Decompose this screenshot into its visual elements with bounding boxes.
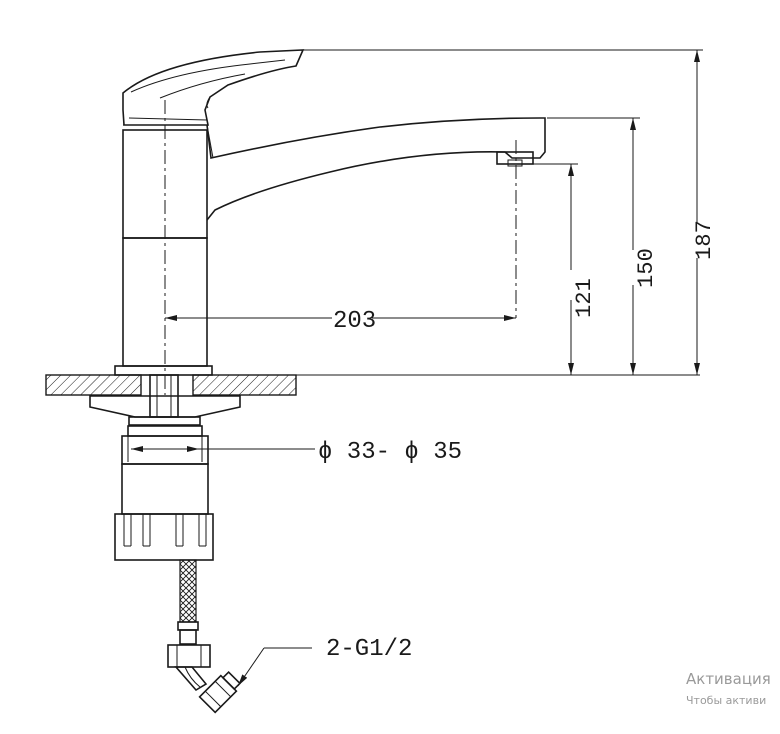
dimension-spout-height: 121	[527, 163, 597, 375]
dimension-total-height-label: 187	[692, 220, 717, 260]
spout	[206, 117, 546, 238]
handle-lever	[122, 49, 305, 126]
dimension-spout-top-label: 150	[634, 248, 659, 288]
dimension-spout-height-label: 121	[572, 278, 597, 318]
leader-connection: 2-G1/2	[237, 636, 412, 687]
connection-label: 2-G1/2	[326, 636, 412, 663]
centre-lines	[164, 100, 517, 395]
mounting-assembly	[89, 374, 241, 561]
activation-watermark-title: Активация	[686, 670, 771, 688]
dimension-mount-hole-label: ϕ 33- ϕ 35	[318, 439, 462, 466]
faucet-body	[114, 124, 213, 376]
dimension-reach: 203	[165, 308, 516, 335]
dimension-total-height: 187	[303, 49, 717, 375]
dimension-mount-hole: ϕ 33- ϕ 35	[127, 436, 462, 466]
countertop-section	[45, 374, 700, 396]
flexible-hose	[167, 559, 242, 714]
activation-watermark-subtitle: Чтобы активи	[686, 694, 767, 707]
dimension-reach-label: 203	[333, 308, 376, 335]
dimension-spout-top: 150	[547, 117, 659, 375]
